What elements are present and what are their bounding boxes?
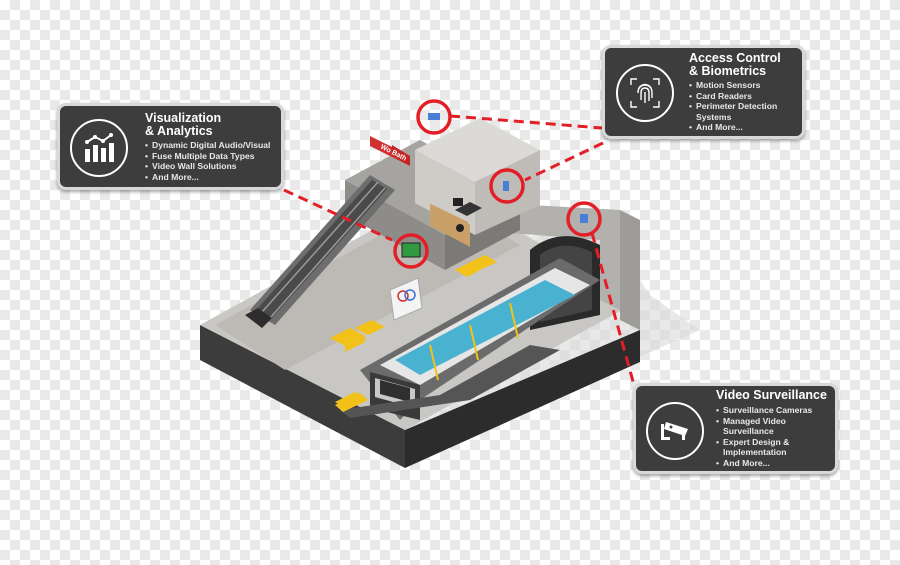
callout-feature-list: Motion Sensors Card Readers Perimeter De… [689,80,804,133]
callout-feature-list: Surveillance Cameras Managed Video Surve… [716,405,836,469]
feature-item: Motion Sensors [689,80,804,91]
callout-title-line-1: Access Control [689,51,781,65]
feature-item: Perimeter Detection Systems [689,101,804,122]
highlight-ring-camera-ceiling [416,99,452,135]
callout-feature-list: Dynamic Digital Audio/Visual Fuse Multip… [145,140,283,182]
callout-access-control-biometrics: Access Control & Biometrics Motion Senso… [602,45,805,139]
tunnel-camera [580,214,588,223]
escalator [245,175,395,328]
callout-title: Video Surveillance [716,388,827,402]
highlight-ring-access-reader [489,168,525,204]
feature-item: And More... [716,458,836,469]
feature-item: Video Wall Solutions [145,161,283,172]
feature-item: Surveillance Cameras [716,405,836,416]
connector-lines [283,114,636,386]
feature-item: And More... [689,122,804,133]
platform-seats [330,255,497,408]
feature-item: And More... [145,172,283,183]
callout-video-surveillance: Video Surveillance Surveillance Cameras … [633,383,838,474]
cctv-camera-icon [646,402,704,460]
ceiling-camera [428,113,440,120]
card-reader [503,181,509,191]
train [340,258,600,420]
fingerprint-icon [616,64,674,122]
map-sign [389,277,423,321]
callout-visualization-analytics: Visualization & Analytics Dynamic Digita… [57,103,284,190]
callout-title-line-2: & Analytics [145,124,213,138]
callout-title-line-2: & Biometrics [689,64,767,78]
highlight-ring-video-wall [393,233,429,269]
security-devices [401,113,588,258]
feature-item: Dynamic Digital Audio/Visual [145,140,283,151]
highlight-rings [393,99,602,269]
callout-title: Visualization & Analytics [145,112,221,138]
feature-item: Managed Video Surveillance [716,416,836,437]
callout-title: Access Control & Biometrics [689,52,781,78]
feature-item: Fuse Multiple Data Types [145,151,283,162]
highlight-ring-tunnel-camera [566,201,602,237]
feature-item: Expert Design & Implementation [716,437,836,458]
bar-chart-icon [70,119,128,177]
callout-title-line-1: Visualization [145,111,222,125]
platform-barrier [335,393,368,412]
video-wall-screen [401,242,421,258]
feature-item: Card Readers [689,91,804,102]
